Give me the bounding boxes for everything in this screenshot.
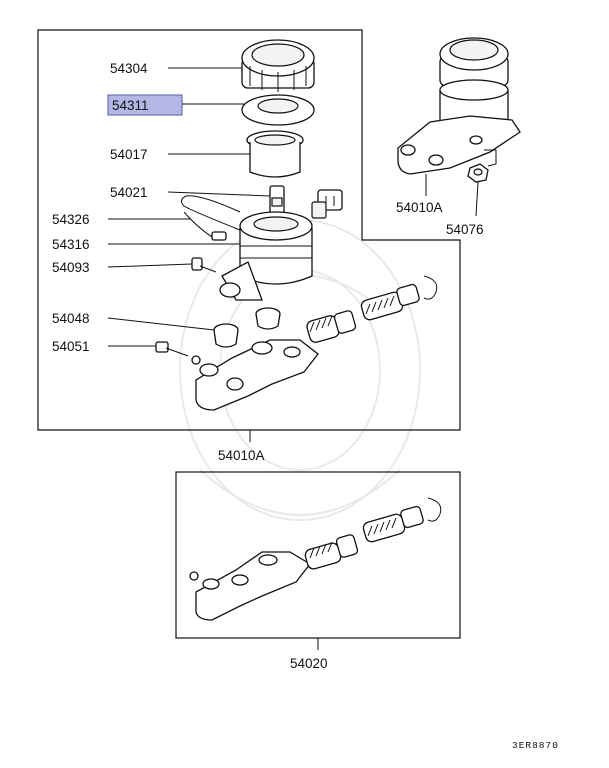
nut-54076[interactable] [467,163,489,183]
master-cylinder-54020[interactable] [189,497,442,621]
label-54304[interactable]: 54304 [110,61,148,76]
leader-lines [107,67,497,650]
label-54010A-main[interactable]: 54010A [218,448,265,463]
label-54048[interactable]: 54048 [52,311,90,326]
complete-assembly-54010A-right[interactable] [397,37,521,175]
bolt-54051[interactable] [155,341,201,365]
reservoir-body-54316[interactable] [219,189,343,301]
label-54021[interactable]: 54021 [110,185,148,200]
piston-kit-main[interactable] [306,275,438,344]
main-assembly-frame [37,29,461,431]
diaphragm-54311[interactable] [241,94,315,126]
bolt-54093[interactable] [191,257,217,273]
label-54020[interactable]: 54020 [290,656,328,671]
label-54051[interactable]: 54051 [52,339,90,354]
label-54326[interactable]: 54326 [52,212,90,227]
strainer-54017[interactable] [246,130,304,178]
grommet-54048[interactable] [213,307,281,348]
pin-54021[interactable] [269,185,285,215]
label-54076[interactable]: 54076 [446,222,484,237]
highlight-box-54311 [107,94,183,116]
label-54316[interactable]: 54316 [52,237,90,252]
master-cylinder-body[interactable] [195,339,319,411]
label-54010A-right[interactable]: 54010A [396,200,443,215]
label-54017[interactable]: 54017 [110,147,148,162]
part-labels: 54304 54311 54017 54021 54326 54316 5409… [52,61,559,751]
label-54093[interactable]: 54093 [52,260,90,275]
label-54311[interactable]: 54311 [112,98,149,113]
reservoir-cap-54304[interactable] [241,39,315,92]
diagram-code: 3ER8870 [512,740,559,751]
hose-54326[interactable] [180,195,241,241]
